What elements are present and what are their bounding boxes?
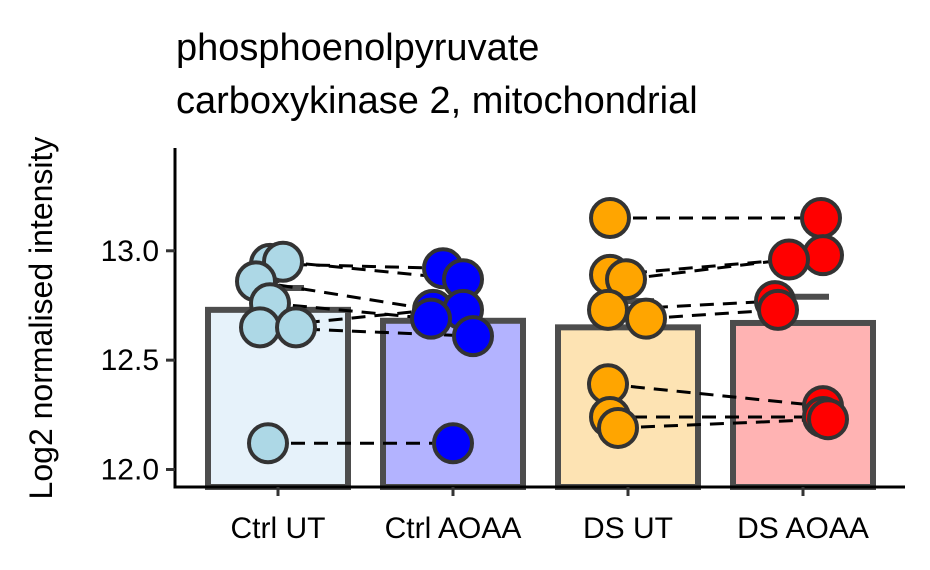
point-2-3 bbox=[587, 288, 629, 331]
chart-title-line-2: carboxykinase 2, mitochondrial bbox=[176, 80, 698, 122]
point-2-2 bbox=[605, 258, 647, 301]
chart-title-line-1: phosphoenolpyruvate bbox=[176, 27, 539, 69]
point-1-5 bbox=[452, 315, 494, 358]
point-1-4 bbox=[410, 297, 452, 340]
point-3-2 bbox=[768, 238, 810, 281]
pair-line-2 bbox=[255, 279, 434, 312]
x-tick-label-1: Ctrl AOAA bbox=[385, 512, 522, 545]
point-2-7 bbox=[597, 406, 639, 449]
chart-title: phosphoenolpyruvate carboxykinase 2, mit… bbox=[176, 27, 698, 122]
y-tick-label-1: 12.5 bbox=[101, 344, 159, 377]
point-2-4 bbox=[625, 297, 667, 340]
y-tick-label-0: 12.0 bbox=[101, 454, 159, 487]
pair-line-3 bbox=[269, 301, 432, 321]
point-1-6 bbox=[432, 422, 474, 465]
y-axis-title: Log2 normalised intensity bbox=[23, 137, 59, 500]
point-0-5 bbox=[275, 306, 317, 349]
point-0-6 bbox=[247, 422, 289, 465]
point-0-4 bbox=[239, 306, 281, 349]
point-3-7 bbox=[807, 398, 849, 441]
point-3-0 bbox=[800, 196, 842, 239]
point-2-0 bbox=[589, 196, 631, 239]
x-tick-label-2: DS UT bbox=[583, 512, 673, 545]
mean-markers-layer bbox=[252, 284, 829, 313]
pair-line-12 bbox=[607, 382, 824, 408]
pair-line-14 bbox=[617, 417, 829, 430]
points-layer bbox=[235, 196, 849, 465]
x-tick-label-0: Ctrl UT bbox=[231, 512, 326, 545]
point-3-1 bbox=[802, 234, 844, 277]
y-tick-label-2: 13.0 bbox=[101, 235, 159, 268]
x-tick-label-3: DS AOAA bbox=[737, 512, 869, 545]
point-3-4 bbox=[757, 288, 799, 331]
